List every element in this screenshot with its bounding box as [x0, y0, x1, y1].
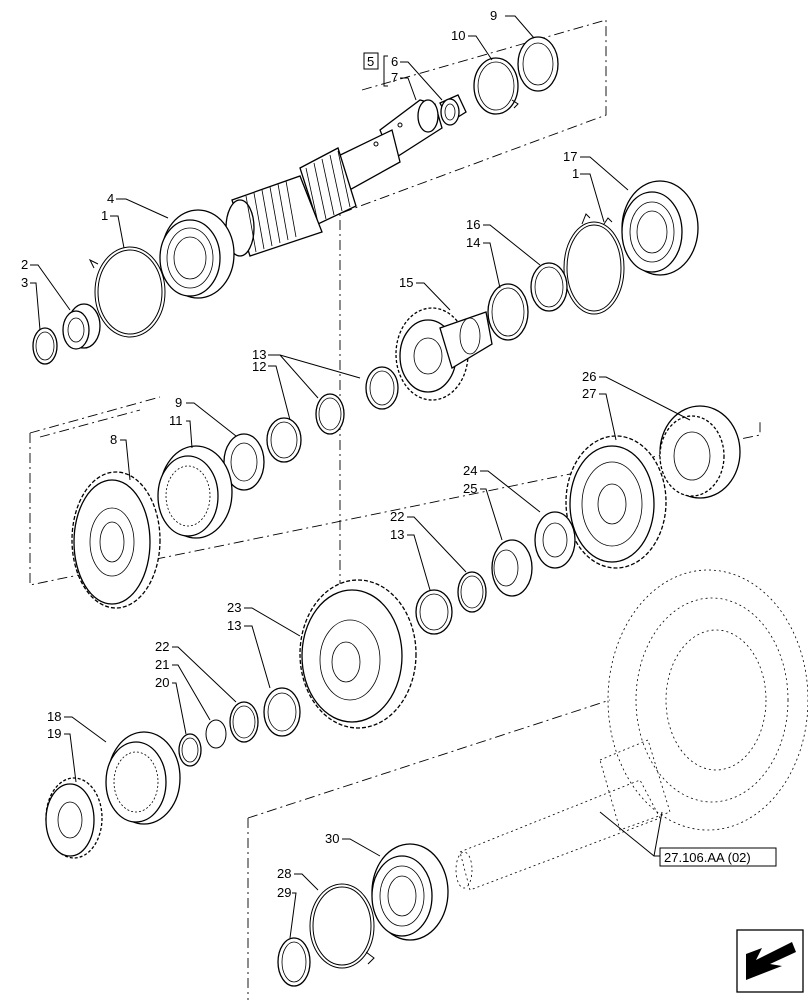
snap-ring-1-right [563, 213, 625, 315]
synchronizer-18 [105, 731, 181, 825]
callout-label: 5 [367, 54, 374, 69]
snap-ring-1-left [88, 246, 166, 338]
callout-label: 13 [252, 347, 266, 362]
arrow-down-left-icon[interactable] [736, 929, 804, 993]
callout-label: 1 [101, 208, 108, 223]
ring-29 [277, 937, 311, 987]
callout-label: 8 [110, 432, 117, 447]
callout-label: 18 [47, 709, 61, 724]
ring-16 [530, 262, 568, 312]
callout-label: 2 [21, 257, 28, 272]
callout-label: 16 [466, 217, 480, 232]
callout-label: 3 [21, 275, 28, 290]
gear-19 [45, 777, 103, 859]
callout-label: 12 [252, 359, 266, 374]
callout-label: 19 [47, 726, 61, 741]
bushing-13-mid [415, 589, 453, 635]
bushing-6 [439, 94, 467, 126]
callout-label: 22 [390, 509, 404, 524]
callout-label: 30 [325, 831, 339, 846]
callout-label: 20 [155, 675, 169, 690]
reference-label[interactable]: 27.106.AA (02) [664, 850, 751, 865]
callout-label: 13 [227, 618, 241, 633]
callout-label: 4 [107, 191, 114, 206]
callout-label: 28 [277, 866, 291, 881]
gear-15 [395, 307, 493, 401]
gear-27 [565, 435, 667, 569]
callout-label: 9 [490, 8, 497, 23]
washer-24 [534, 511, 576, 569]
callout-label: 15 [399, 275, 413, 290]
callout-leaders [30, 15, 691, 939]
callout-label: 25 [463, 481, 477, 496]
bushing-12 [266, 417, 302, 463]
pinion-shaft [455, 739, 671, 891]
ring-3 [32, 327, 58, 365]
nut-25 [491, 539, 533, 597]
bushing-13-low [263, 687, 301, 737]
bearing-30 [371, 843, 449, 941]
callout-label: 9 [175, 395, 182, 410]
callout-label: 29 [277, 885, 291, 900]
ring-22-low [229, 701, 259, 743]
ring-20 [178, 733, 202, 767]
gear-23 [299, 579, 417, 729]
callout-label: 23 [227, 600, 241, 615]
bearing-4 [159, 209, 235, 299]
callout-label: 11 [169, 413, 183, 428]
ring-14 [487, 283, 529, 341]
callout-label: 6 [391, 54, 398, 69]
callout-label: 22 [155, 639, 169, 654]
snap-ring-10 [473, 57, 519, 115]
group-box-5 [363, 52, 379, 70]
washer-9-top [517, 36, 559, 92]
callout-label: 27 [582, 386, 596, 401]
synchronizer-11 [157, 445, 233, 539]
needle-bearing-2 [62, 303, 101, 350]
input-shaft-7 [225, 99, 443, 257]
ring-22-mid [457, 571, 487, 613]
bearing-17 [621, 180, 699, 276]
reference-link[interactable]: 27.106.AA (02) [659, 847, 777, 867]
ring-13-top [315, 393, 345, 435]
bushing-13-top [365, 366, 399, 410]
callout-label: 7 [391, 70, 398, 85]
callout-label: 24 [463, 463, 477, 478]
ring-21 [205, 719, 227, 749]
snap-ring-28 [309, 883, 375, 969]
callout-label: 13 [390, 527, 404, 542]
callout-label: 10 [451, 28, 465, 43]
callout-labels: 9 10 5 6 7 17 1 4 1 2 3 16 14 15 13 12 2… [21, 8, 596, 900]
callout-label: 26 [582, 369, 596, 384]
callout-label: 17 [563, 149, 577, 164]
bevel-ring-gear [607, 569, 808, 831]
bracket [383, 55, 388, 87]
callout-label: 21 [155, 657, 169, 672]
gear-8 [71, 471, 161, 609]
bearing-26 [659, 405, 741, 499]
callout-label: 14 [466, 235, 480, 250]
callout-label: 1 [572, 166, 579, 181]
